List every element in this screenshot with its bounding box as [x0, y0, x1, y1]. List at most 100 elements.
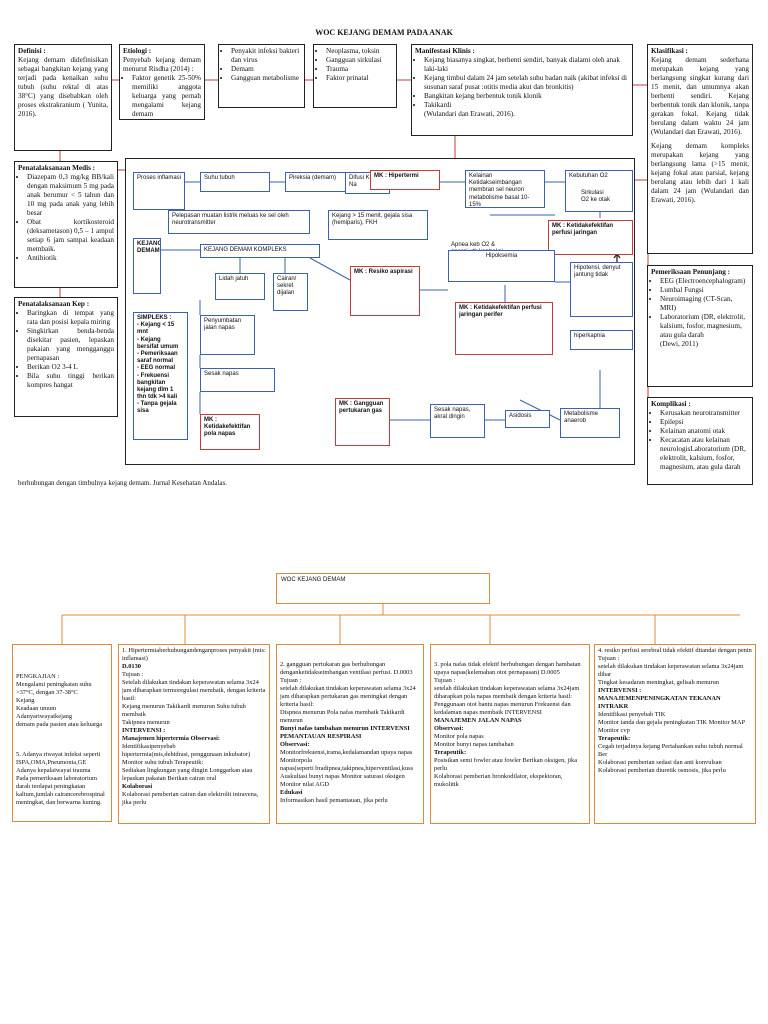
diagnosa-4-line: INTERVENSI :	[598, 687, 642, 694]
diagnosa-3-line: Monitor bunyi napas tambahan	[434, 741, 514, 748]
pengkajian-line: PENGKAJIAN :	[16, 673, 60, 680]
definisi-heading: Definisi :	[18, 47, 46, 55]
node-kejang-kompleks: KEJANG DEMAM KOMPLEKS	[200, 244, 320, 258]
etiologi3-item: Trauma	[326, 65, 393, 74]
diagnosa-1-line: Takipnea menurun	[122, 719, 170, 726]
klasifikasi-text-1: Kejang demam sederhana merupakan kejang …	[651, 56, 749, 136]
diagnosa-4-line: Terapeutik:	[598, 735, 631, 742]
etiologi-intro: Penyebab kejang demam menurut Risdha (20…	[123, 56, 201, 73]
diagnosa-4-line: Kolaborasi pemberian sedasi dan anti kon…	[598, 759, 722, 766]
etiologi3-box: Neoplasma, toksin Gangguan sirkulasi Tra…	[313, 44, 397, 108]
diagnosa-3-line: MANAJEMEN JALAN NAPAS	[434, 717, 522, 724]
diagnosa-3-box: 3. pola nafas tidak efektif berhubungan …	[430, 644, 590, 824]
simpleks-item: - EEG normal	[137, 365, 176, 372]
pengkajian-line: 5. Adanya riwayat infeksi seperti ISPA,O…	[16, 751, 101, 766]
diagnosa-1-line: Setelah dilakukan tindakan keperawatan s…	[122, 679, 266, 702]
simpleks-heading: SIMPLEKS :	[137, 315, 172, 321]
diagnosa-2-line: Informasikan hasil pemantauan, jika perl…	[280, 797, 388, 804]
medis-heading: Penatalaksanaan Medis :	[18, 164, 96, 172]
diagnosa-4-line: Tujuan :	[598, 655, 620, 662]
node-metabolisme-anaerob: Metabolisme anaerob	[560, 408, 620, 438]
kep-item: Singkirkan benda-benda disekitar pasien,…	[27, 327, 114, 363]
node-suhu-tubuh: Suhu tubuh	[200, 172, 270, 192]
node-pireksia: Pireksia (demam)	[285, 172, 350, 192]
manifestasi-source: (Wulandari dan Erawati, 2016).	[424, 110, 515, 118]
diagnosa-1-line: hipertermia(mis,dehidrasi, penggunaan in…	[122, 751, 251, 766]
node-pelepasan: Pelepasan muatan listrik meluas ke sel o…	[168, 210, 310, 234]
diagnosa-2-line: Bunyi nafas tambahan menurun INTERVENSI …	[280, 725, 410, 740]
diagnosa-2-line: Tujuan :	[280, 677, 302, 684]
etiologi3-item: Gangguan sirkulasi	[326, 56, 393, 65]
etiologi2-item: Demam	[231, 65, 301, 74]
penunjang-item: Neuroimaging (CT-Scan, MRI)	[660, 295, 749, 313]
etiologi3-item: Neoplasma, toksin	[326, 47, 393, 56]
node-mk-hipertermi: MK : Hipertermi	[370, 170, 440, 190]
diagnosa-1-line: INTERVENSI :	[122, 727, 166, 734]
source-line: berhubungan dengan timbulnya kejang dema…	[18, 479, 227, 487]
node-hipoksemia: Hipoksemia	[448, 250, 555, 282]
etiologi2-item: Penyakit infeksi bakteri dan virus	[231, 47, 301, 65]
penunjang-item: Laboratorium (DR, elektrolit, kalsium, f…	[660, 313, 749, 340]
komplikasi-item: Kecacatan atau kelainan neurologisLabora…	[660, 436, 749, 472]
diagnosa-3-line: Terapeutik:	[434, 749, 467, 756]
node-lidah-jatuh: Lidah jatuh	[215, 273, 265, 300]
diagnosa-4-box: 4. resiko perfusi serebral tidak efektif…	[594, 644, 756, 824]
diagnosa-4-line: MANAJEMENPENINGKATAN TEKANAN INTRAKR	[598, 695, 721, 710]
node-kelainan: Kelainan Ketidakseimbangan membran sel n…	[465, 170, 545, 208]
diagnosa-2-line: Observasi:	[280, 741, 310, 748]
node-proses-inflamasi: Proses inflamasi	[133, 172, 185, 210]
kep-heading: Penatalaksanaan Kep :	[18, 300, 90, 308]
penunjang-item: EEG (Electroencephalogram)	[660, 277, 749, 286]
diagnosa-1-line: Identifikasipenyebab	[122, 743, 176, 750]
pengkajian-line: Kejang	[16, 697, 35, 704]
penunjang-box: Pemeriksaan Penunjang : EEG (Electroence…	[647, 265, 753, 387]
node-cairan-sekret: Cairan/ sekret dijalan	[273, 273, 308, 311]
manifestasi-box: Manifestasi Klinis : Kejang biasanya sin…	[411, 44, 633, 136]
definisi-text: Kejang demam didefinisikan sebagai bangk…	[18, 56, 108, 118]
diagnosa-2-line: Auskultasi bunyi napas Monitor saturasi …	[280, 773, 405, 788]
medis-item: Diazepam 0,3 mg/kg BB/kali dengan maksim…	[27, 173, 114, 218]
manifestasi-item: Takikardi	[424, 101, 629, 110]
manifestasi-item: Kejang biasanya singkat, berhenti sendir…	[424, 56, 629, 74]
node-metabolisme-basal: metabolisme basal 10-15%	[469, 194, 530, 208]
pengkajian-line: Adanya kepalaiwayat trauma	[16, 767, 91, 774]
manifestasi-item: Bangkitan kejang berbentuk tonik klonik	[424, 92, 629, 101]
diagnosa-3-line: Penggunaan otot bantu napas menurun Frek…	[434, 701, 571, 716]
penunjang-source: (Dewi, 2011)	[660, 340, 699, 348]
diagnosa-2-line: Monitorpola	[280, 757, 312, 764]
komplikasi-item: Kerusakan neurotransmitter	[660, 409, 749, 418]
page-title: WOC KEJANG DEMAM PADA ANAK	[315, 28, 453, 37]
kep-item: Bila suhu tinggi berikan kompres hangat	[27, 372, 114, 390]
diagnosa-2-line: 2. gangguan pertukaran gas berhubungan d…	[280, 661, 413, 676]
node-kejang-demam: KEJANG DEMAM	[133, 238, 161, 294]
klasifikasi-heading: Klasifikasi :	[651, 47, 688, 55]
etiologi-item: Faktor genetik 25-50% memiliki anggota k…	[132, 74, 201, 119]
etiologi-box: Etiologi : Penyebab kejang demam menurut…	[119, 44, 205, 120]
node-penyumbatan: Penyumbatan jalan napas	[200, 315, 255, 355]
woc-root-box: WOC KEJANG DEMAM	[276, 573, 490, 604]
node-hipotensi: Hipotensi, denyut jantung tidak	[570, 262, 633, 317]
simpleks-item: - Pemeriksaan saraf normal	[137, 350, 178, 365]
etiologi2-item: Gangguan metabolisme	[231, 74, 301, 83]
diagnosa-1-line: 1. Hipertermiaberhubungandenganproses pe…	[122, 647, 266, 662]
komplikasi-heading: Komplikasi :	[651, 400, 691, 408]
node-sesak-akral: Sesak napas, akral dingin	[430, 404, 485, 438]
diagnosa-3-line: setelah dilakukan tindakan keperawatan s…	[434, 685, 580, 700]
pengkajian-line: demam pada pasien atau keluarga	[16, 721, 103, 728]
node-asidosis: Asidosis	[505, 410, 550, 428]
diagnosa-4-line: Monitor cvp	[598, 727, 630, 734]
pengkajian-line: Pada pemeriksaan laboratorium darah terd…	[16, 775, 105, 806]
pengkajian-box: PENGKAJIAN : Mengalami peningkatan suhu …	[12, 644, 112, 822]
penunjang-heading: Pemeriksaan Penunjang :	[651, 268, 731, 276]
diagnosa-1-line: Kolaborasi pemberian cairan dan elektrol…	[122, 791, 259, 806]
diagnosa-1-line: D.0130	[122, 663, 141, 670]
klasifikasi-text-2: Kejang demam kompleks merupakan kejang y…	[651, 142, 749, 204]
diagnosa-3-line: Posisikan semi fowler atau fowler Berika…	[434, 757, 578, 772]
diagnosa-2-line: napas(seperti bradipnea,takipnea,hiperve…	[280, 765, 414, 772]
penunjang-item: Lumbal Fungsi	[660, 286, 749, 295]
node-sirkulasi: Sirkulasi O2 ke otak	[578, 188, 616, 206]
simpleks-item: - Tanpa gejala sisa	[137, 401, 177, 415]
diagnosa-4-line: Cegah terjadinya kejang Pertahankan suhu…	[598, 743, 743, 758]
diagnosa-4-line: Identifikasi penyebab TIK	[598, 711, 666, 718]
node-mk-perfusi: MK : Ketidakefektifan perfusi jaringan	[548, 220, 633, 255]
